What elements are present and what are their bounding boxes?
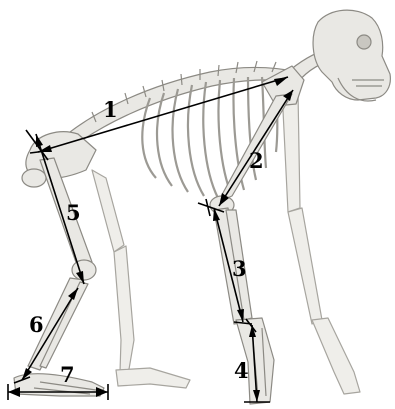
label-4: 4: [234, 358, 249, 383]
label-5: 5: [66, 200, 81, 225]
label-1: 1: [103, 97, 118, 122]
label-2: 2: [249, 148, 264, 173]
label-7: 7: [60, 362, 75, 387]
skull: [313, 10, 390, 101]
label-3: 3: [232, 256, 247, 281]
label-6: 6: [29, 312, 44, 337]
